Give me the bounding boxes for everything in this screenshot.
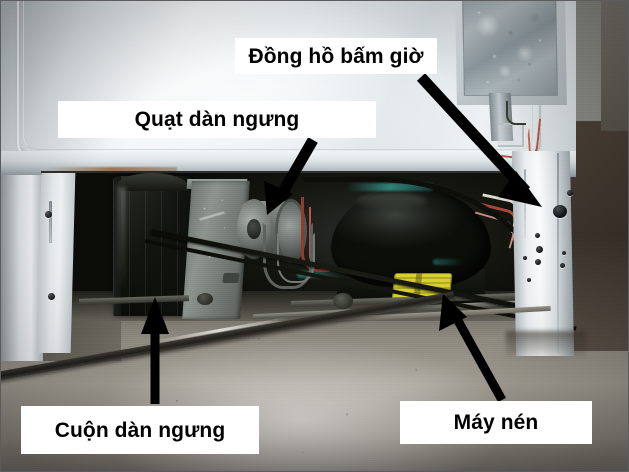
background-dark-right (566, 121, 628, 351)
background-dark-top-right (601, 1, 628, 131)
callout-compressor: Máy nén (400, 401, 592, 444)
cabinet-left-slot (49, 201, 52, 243)
cabinet-left-stile-edge (1, 175, 43, 361)
arrow-condenser-fan (264, 137, 318, 215)
mounting-bracket-2 (197, 293, 213, 305)
arrow-timer (416, 73, 542, 207)
cabinet-right-crease (557, 153, 559, 353)
cabinet-right-hole-1 (567, 190, 573, 196)
callout-condenser-coil: Cuộn dàn ngưng (21, 406, 259, 454)
cabinet-right-hole-4 (523, 256, 527, 260)
cabinet-right-hole-8 (527, 278, 531, 282)
condenser-coil-highlight (117, 187, 126, 287)
arrow-compressor (439, 294, 506, 403)
cabinet-right-hole-3 (536, 246, 543, 253)
cabinet-right-hole-large (553, 205, 567, 218)
cabinet-right-hole-7 (560, 263, 565, 268)
arrow-condenser-coil (141, 297, 169, 404)
rust-streak (47, 167, 177, 173)
cabinet-right-hole-2 (535, 233, 540, 238)
cabinet-right-hole-5 (535, 259, 541, 265)
cabinet-right-shadow (506, 331, 586, 359)
callout-condenser-fan: Quạt dàn ngưng (58, 101, 376, 138)
cabinet-left-hole-2 (48, 293, 55, 300)
cabinet-left-hole-1 (45, 211, 52, 218)
condenser-coil-top (115, 173, 189, 191)
cabinet-right-hole-6 (562, 251, 566, 255)
condenser-fan-hub (247, 219, 261, 239)
callout-timer: Đồng hồ bấm giờ (235, 38, 437, 74)
